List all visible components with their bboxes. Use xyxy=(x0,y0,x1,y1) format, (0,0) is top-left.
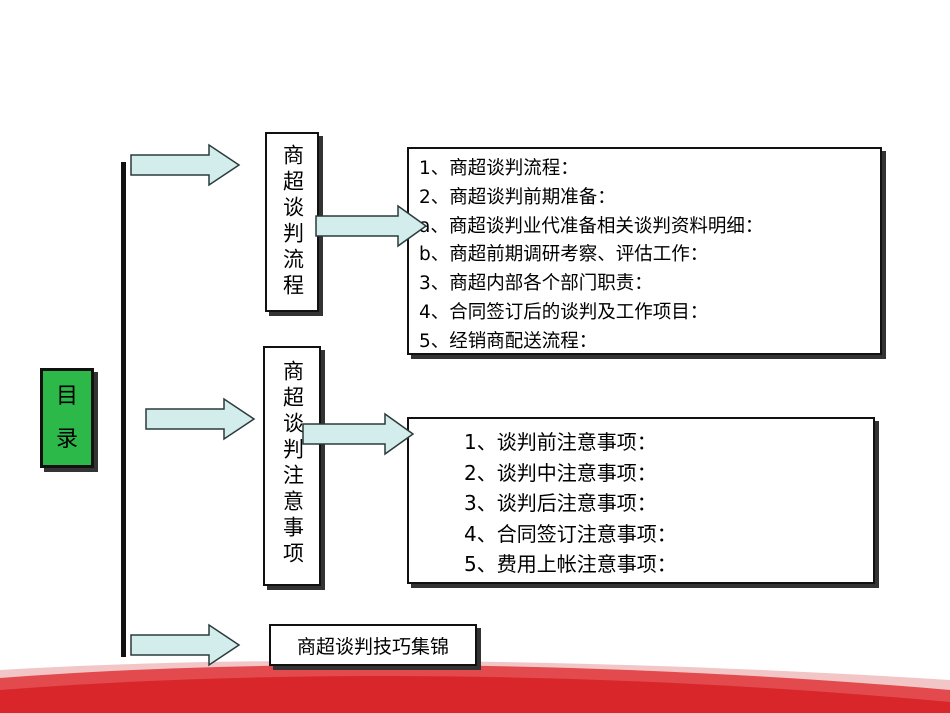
section-1-title-box: 商超谈判流程 xyxy=(265,132,319,312)
arrow-to-section-1 xyxy=(130,143,241,187)
section-3-title-box: 商超谈判技巧集锦 xyxy=(269,624,477,666)
section-2-item: 1、谈判前注意事项： xyxy=(464,430,657,454)
section-1-item: 1、商超谈判流程： xyxy=(419,158,579,179)
section-1-item: 2、商超谈判前期准备： xyxy=(419,186,616,208)
section-2-item: 5、费用上帐注意事项： xyxy=(464,552,677,576)
section-2-list-box: 1、谈判前注意事项： 2、谈判中注意事项： 3、谈判后注意事项： 4、合同签订注… xyxy=(407,417,875,584)
outline-spine xyxy=(121,162,126,657)
section-2-title: 商超谈判注意事项 xyxy=(280,360,305,568)
section-1-item: 3、商超内部各个部门职责： xyxy=(419,273,653,295)
section-1-title: 商超谈判流程 xyxy=(280,144,305,300)
arrow-to-section-2 xyxy=(145,397,256,441)
arrow-section-2-to-list xyxy=(302,412,415,456)
arrow-to-section-3 xyxy=(130,623,241,667)
section-2-item: 3、谈判后注意事项： xyxy=(464,491,657,515)
section-1-item: 5、经销商配送流程： xyxy=(419,330,598,352)
toc-label: 目 录 xyxy=(40,368,94,468)
arrow-section-1-to-list xyxy=(315,204,428,248)
section-2-item: 2、谈判中注意事项： xyxy=(464,460,657,485)
section-2-title-box: 商超谈判注意事项 xyxy=(263,346,321,586)
section-2-item: 4、合同签订注意事项： xyxy=(464,521,677,546)
section-1-item: 4、合同签订后的谈判及工作项目： xyxy=(419,301,709,323)
section-3-title: 商超谈判技巧集锦 xyxy=(296,635,449,658)
footer-wave-decoration xyxy=(0,660,950,713)
section-1-item: b、商超前期调研考察、评估工作： xyxy=(419,244,709,266)
section-1-list-box: 1、商超谈判流程： 2、商超谈判前期准备： a、商超谈判业代准备相关谈判资料明细… xyxy=(407,147,882,355)
toc-label-top: 目 xyxy=(55,383,78,409)
toc-label-bottom: 录 xyxy=(55,426,78,452)
section-1-item: a、商超谈判业代准备相关谈判资料明细： xyxy=(419,215,764,237)
